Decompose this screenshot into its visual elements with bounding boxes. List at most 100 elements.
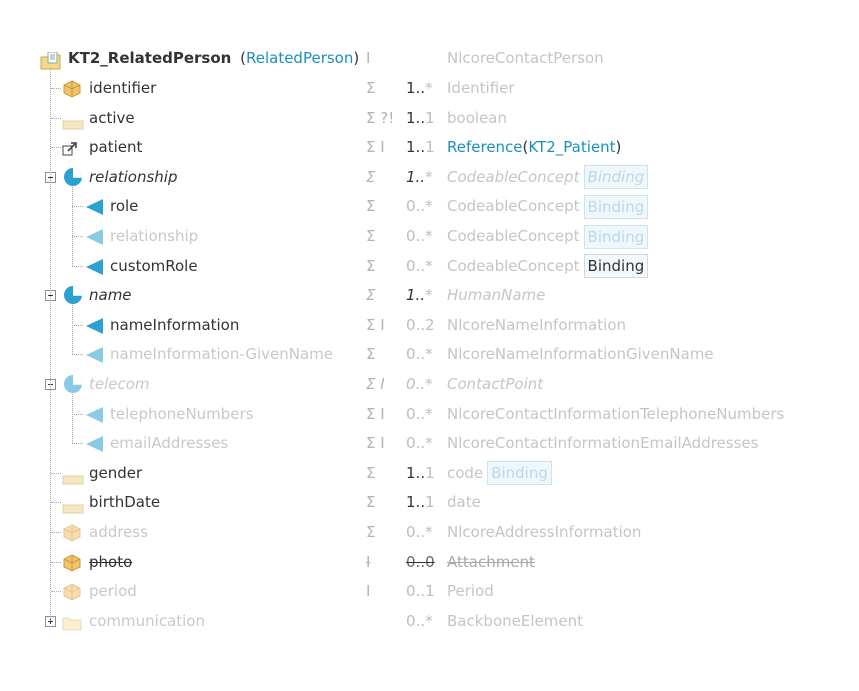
cardinality-max: * [425, 434, 433, 453]
cardinality-max: * [425, 404, 433, 423]
tree-guide-h [51, 88, 61, 89]
root-type-link[interactable]: RelatedPerson [245, 49, 354, 67]
element-name: period [89, 582, 137, 601]
slice-icon [62, 374, 84, 402]
cardinality-max: 2 [425, 315, 435, 334]
slice-icon [62, 167, 84, 195]
cardinality-min: 0 [406, 345, 416, 364]
element-name: birthDate [89, 493, 161, 512]
slice-entry-icon [84, 434, 104, 462]
element-type: NlcoreNameInformation [447, 311, 626, 339]
element-cardinality: 0..* [406, 429, 433, 457]
cardinality-separator: .. [415, 375, 426, 393]
element-flags: Σ I [366, 404, 385, 423]
element-flags: Σ I [366, 375, 385, 393]
cardinality-max: * [425, 375, 433, 393]
cardinality-min: 0 [406, 611, 416, 630]
root-flags: I [366, 49, 371, 67]
binding-badge[interactable]: Binding [583, 194, 649, 219]
element-name: emailAddresses [110, 434, 229, 453]
cardinality-max: 1 [425, 582, 435, 601]
cardinality-max: * [425, 345, 433, 364]
type-link[interactable]: Reference [447, 138, 523, 157]
type-name: NlcoreNameInformationGivenName [447, 345, 714, 364]
cardinality-max: * [425, 523, 433, 541]
tree-guide-h [72, 354, 83, 356]
element-type: date [447, 488, 481, 516]
tree-guide-h [51, 591, 61, 593]
primitive-icon [62, 496, 84, 524]
primitive-icon [62, 112, 84, 140]
element-cardinality: 1..1 [406, 104, 435, 132]
type-name: CodeableConcept [447, 256, 580, 275]
type-name: date [447, 493, 481, 512]
element-name: name [89, 286, 132, 305]
element-flags: Σ [366, 345, 376, 364]
tree-root-row[interactable]: KT2_RelatedPerson (RelatedPerson) I Nlco… [0, 44, 859, 72]
element-type: HumanName [447, 281, 545, 309]
cardinality-separator: .. [415, 286, 426, 305]
folder-icon [62, 612, 82, 640]
binding-badge[interactable]: Binding [583, 165, 649, 190]
type-target-link[interactable]: KT2_Patient [528, 138, 616, 157]
element-type: NlcoreContactInformationTelephoneNumbers [447, 400, 784, 428]
element-flags: Σ [366, 523, 376, 541]
element-flags: Σ [366, 286, 376, 305]
tree-guide-h [51, 561, 61, 563]
type-name: Identifier [447, 79, 515, 97]
cardinality-max: * [425, 227, 433, 245]
tree-guide-root [50, 68, 51, 621]
binding-badge[interactable]: Binding [487, 461, 552, 486]
cardinality-separator: .. [415, 197, 426, 216]
cardinality-separator: .. [415, 345, 426, 364]
datatype-icon [62, 79, 82, 107]
type-name: NlcoreNameInformation [447, 315, 626, 334]
cardinality-separator: .. [415, 315, 426, 334]
type-paren-close: ) [615, 138, 622, 157]
element-name: photo [89, 552, 133, 571]
element-type: NlcoreContactInformationEmailAddresses [447, 429, 758, 457]
tree-guide-h [72, 236, 83, 237]
element-flags: Σ [366, 493, 376, 512]
tree-guide-h [72, 206, 83, 208]
element-type: Identifier [447, 74, 515, 102]
binding-badge[interactable]: Binding [583, 254, 649, 279]
element-name: active [89, 108, 135, 127]
cardinality-max: 1 [425, 108, 435, 127]
binding-badge[interactable]: Binding [583, 224, 649, 249]
tree-guide-h [51, 502, 61, 504]
element-cardinality: 0..* [406, 252, 433, 280]
slice-icon [62, 285, 84, 313]
cardinality-max: * [425, 286, 433, 305]
element-type: Period [447, 577, 494, 605]
tree-guide-child [72, 305, 73, 355]
element-type: NlcoreAddressInformation [447, 518, 641, 546]
root-label: KT2_RelatedPerson (RelatedPerson) [68, 44, 359, 72]
root-paren-close: ) [353, 49, 360, 67]
element-cardinality: 0..* [406, 222, 433, 250]
element-name: communication [89, 611, 206, 630]
element-name: relationship [110, 227, 199, 245]
tree-guide-h [72, 443, 83, 445]
element-name: address [89, 523, 148, 541]
